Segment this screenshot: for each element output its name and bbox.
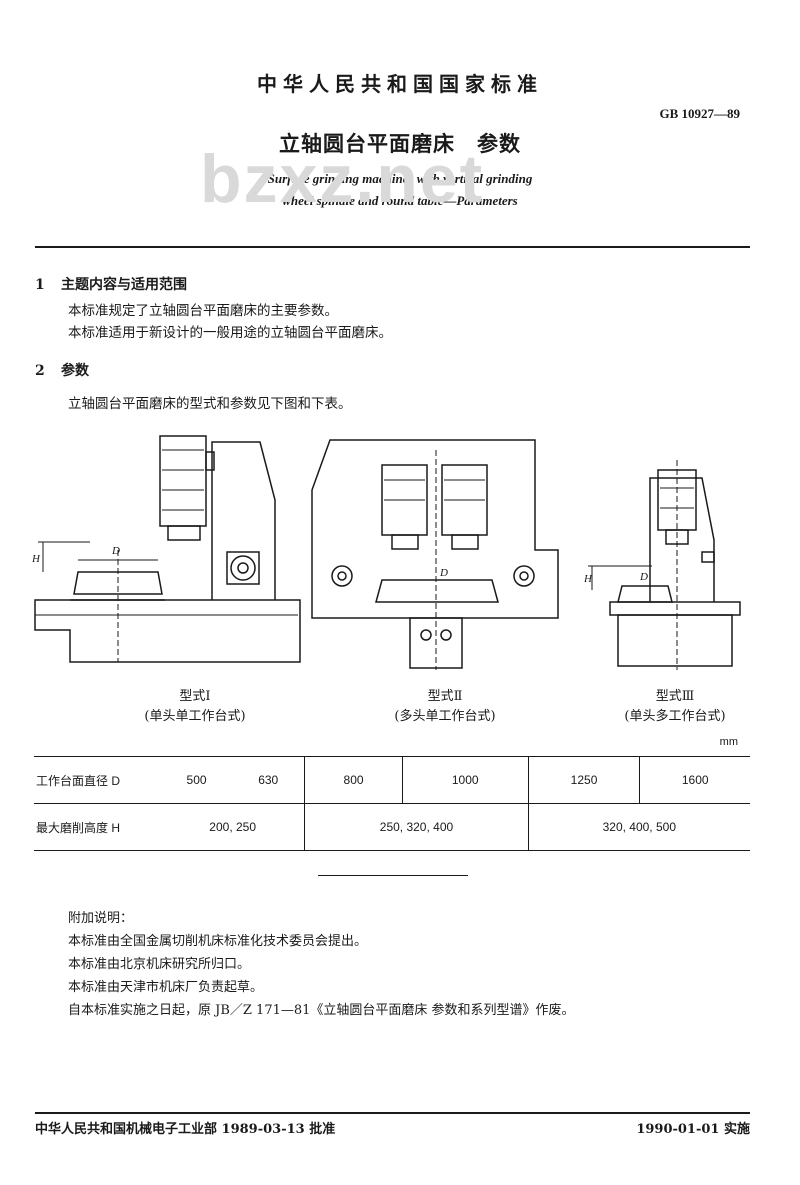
height-cell: 320, 400, 500 <box>527 803 750 851</box>
table-row: 工作台面直径 D 500 630 800 1000 1250 1600 <box>34 756 750 804</box>
type-3-label-h: H <box>583 573 593 585</box>
notes-title: 附加说明： <box>68 911 134 926</box>
height-cell: 200, 250 <box>161 803 305 851</box>
notes-line-1: 本标准由全国金属切削机床标准化技术委员会提出。 <box>68 934 368 949</box>
section-2-title: 参数 <box>61 363 89 379</box>
end-rule <box>318 875 468 876</box>
footer-rule <box>35 1112 750 1114</box>
notes-line-2: 本标准由北京机床研究所归口。 <box>68 957 251 972</box>
standard-number: GB 10927—89 <box>659 106 740 121</box>
diameter-cell: 630 <box>232 756 305 804</box>
section-1-body: 本标准规定了立轴圆台平面磨床的主要参数。 本标准适用于新设计的一般用途的立轴圆台… <box>68 300 392 344</box>
title-cn-sub: 参数 <box>477 131 521 156</box>
height-cell: 250, 320, 400 <box>304 803 529 851</box>
diameter-cell: 500 <box>161 756 233 804</box>
section-1-para-2: 本标准适用于新设计的一般用途的立轴圆台平面磨床。 <box>68 325 392 341</box>
section-1-para-1: 本标准规定了立轴圆台平面磨床的主要参数。 <box>68 303 338 319</box>
issuing-body: 中华人民共和国国家标准 <box>257 72 543 96</box>
type-1-drawing <box>34 435 301 663</box>
header-rule <box>35 246 750 248</box>
type-1-caption: 型式Ⅰ (单头单工作台式) <box>120 687 270 727</box>
type-1-caption-desc: (单头单工作台式) <box>144 709 246 724</box>
type-3-caption-desc: (单头多工作台式) <box>624 709 726 724</box>
type-2-drawing <box>311 439 559 670</box>
notes-line-3: 本标准由天津市机床厂负责起草。 <box>68 980 264 995</box>
type-3-caption: 型式Ⅲ (单头多工作台式) <box>600 687 750 727</box>
type-2-label-d: D <box>439 567 448 579</box>
type-2-caption: 型式Ⅱ (多头单工作台式) <box>365 687 525 727</box>
row-label-max-grinding-height: 最大磨削高度 H <box>34 803 161 851</box>
english-title-line-2: wheel spindle and round table—Parameters <box>282 193 518 208</box>
page-title: 立轴圆台平面磨床参数 <box>0 128 800 158</box>
table-row: 最大磨削高度 H 200, 250 250, 320, 400 320, 400… <box>34 803 750 851</box>
implementation-date: 1990-01-01 实施 <box>636 1122 750 1137</box>
additional-notes: 附加说明： 本标准由全国金属切削机床标准化技术委员会提出。 本标准由北京机床研究… <box>68 907 575 1022</box>
type-1-label-d: D <box>111 545 120 557</box>
type-3-label-d: D <box>639 571 648 583</box>
diameter-cell: 1000 <box>401 756 529 804</box>
type-2-caption-desc: (多头单工作台式) <box>394 709 496 724</box>
machine-type-diagrams: D H D D H <box>31 435 741 670</box>
approval-info: 中华人民共和国机械电子工业部 1989-03-13 批准 <box>35 1122 336 1137</box>
english-title: Surface grinding machines with vertical … <box>0 168 800 212</box>
type-1-label-h: H <box>31 553 41 565</box>
title-cn-main: 立轴圆台平面磨床 <box>279 131 455 156</box>
type-1-caption-name: 型式Ⅰ <box>179 689 211 704</box>
watermark: bzxz.net <box>200 141 485 217</box>
english-title-line-1: Surface grinding machines with vertical … <box>267 171 533 186</box>
section-1-title: 主题内容与适用范围 <box>61 277 187 293</box>
section-1-heading: 1 主题内容与适用范围 <box>35 274 187 294</box>
row-label-table-diameter: 工作台面直径 D <box>34 756 161 804</box>
parameter-table: 工作台面直径 D 500 630 800 1000 1250 1600 最大磨削… <box>34 756 750 851</box>
diameter-cell: 800 <box>304 756 403 804</box>
section-1-number: 1 <box>35 277 45 293</box>
type-3-caption-name: 型式Ⅲ <box>655 689 695 704</box>
diameter-cell: 1600 <box>639 756 750 804</box>
section-2-heading: 2 参数 <box>35 360 89 380</box>
type-3-drawing <box>588 460 741 670</box>
section-2-number: 2 <box>35 363 45 379</box>
diameter-cell: 1250 <box>527 756 640 804</box>
type-2-caption-name: 型式Ⅱ <box>427 689 463 704</box>
section-2-para-1: 立轴圆台平面磨床的型式和参数见下图和下表。 <box>68 396 352 412</box>
notes-line-4: 自本标准实施之日起，原 JB／Z 171—81《立轴圆台平面磨床 参数和系列型谱… <box>68 1003 575 1018</box>
table-unit: mm <box>719 736 738 748</box>
